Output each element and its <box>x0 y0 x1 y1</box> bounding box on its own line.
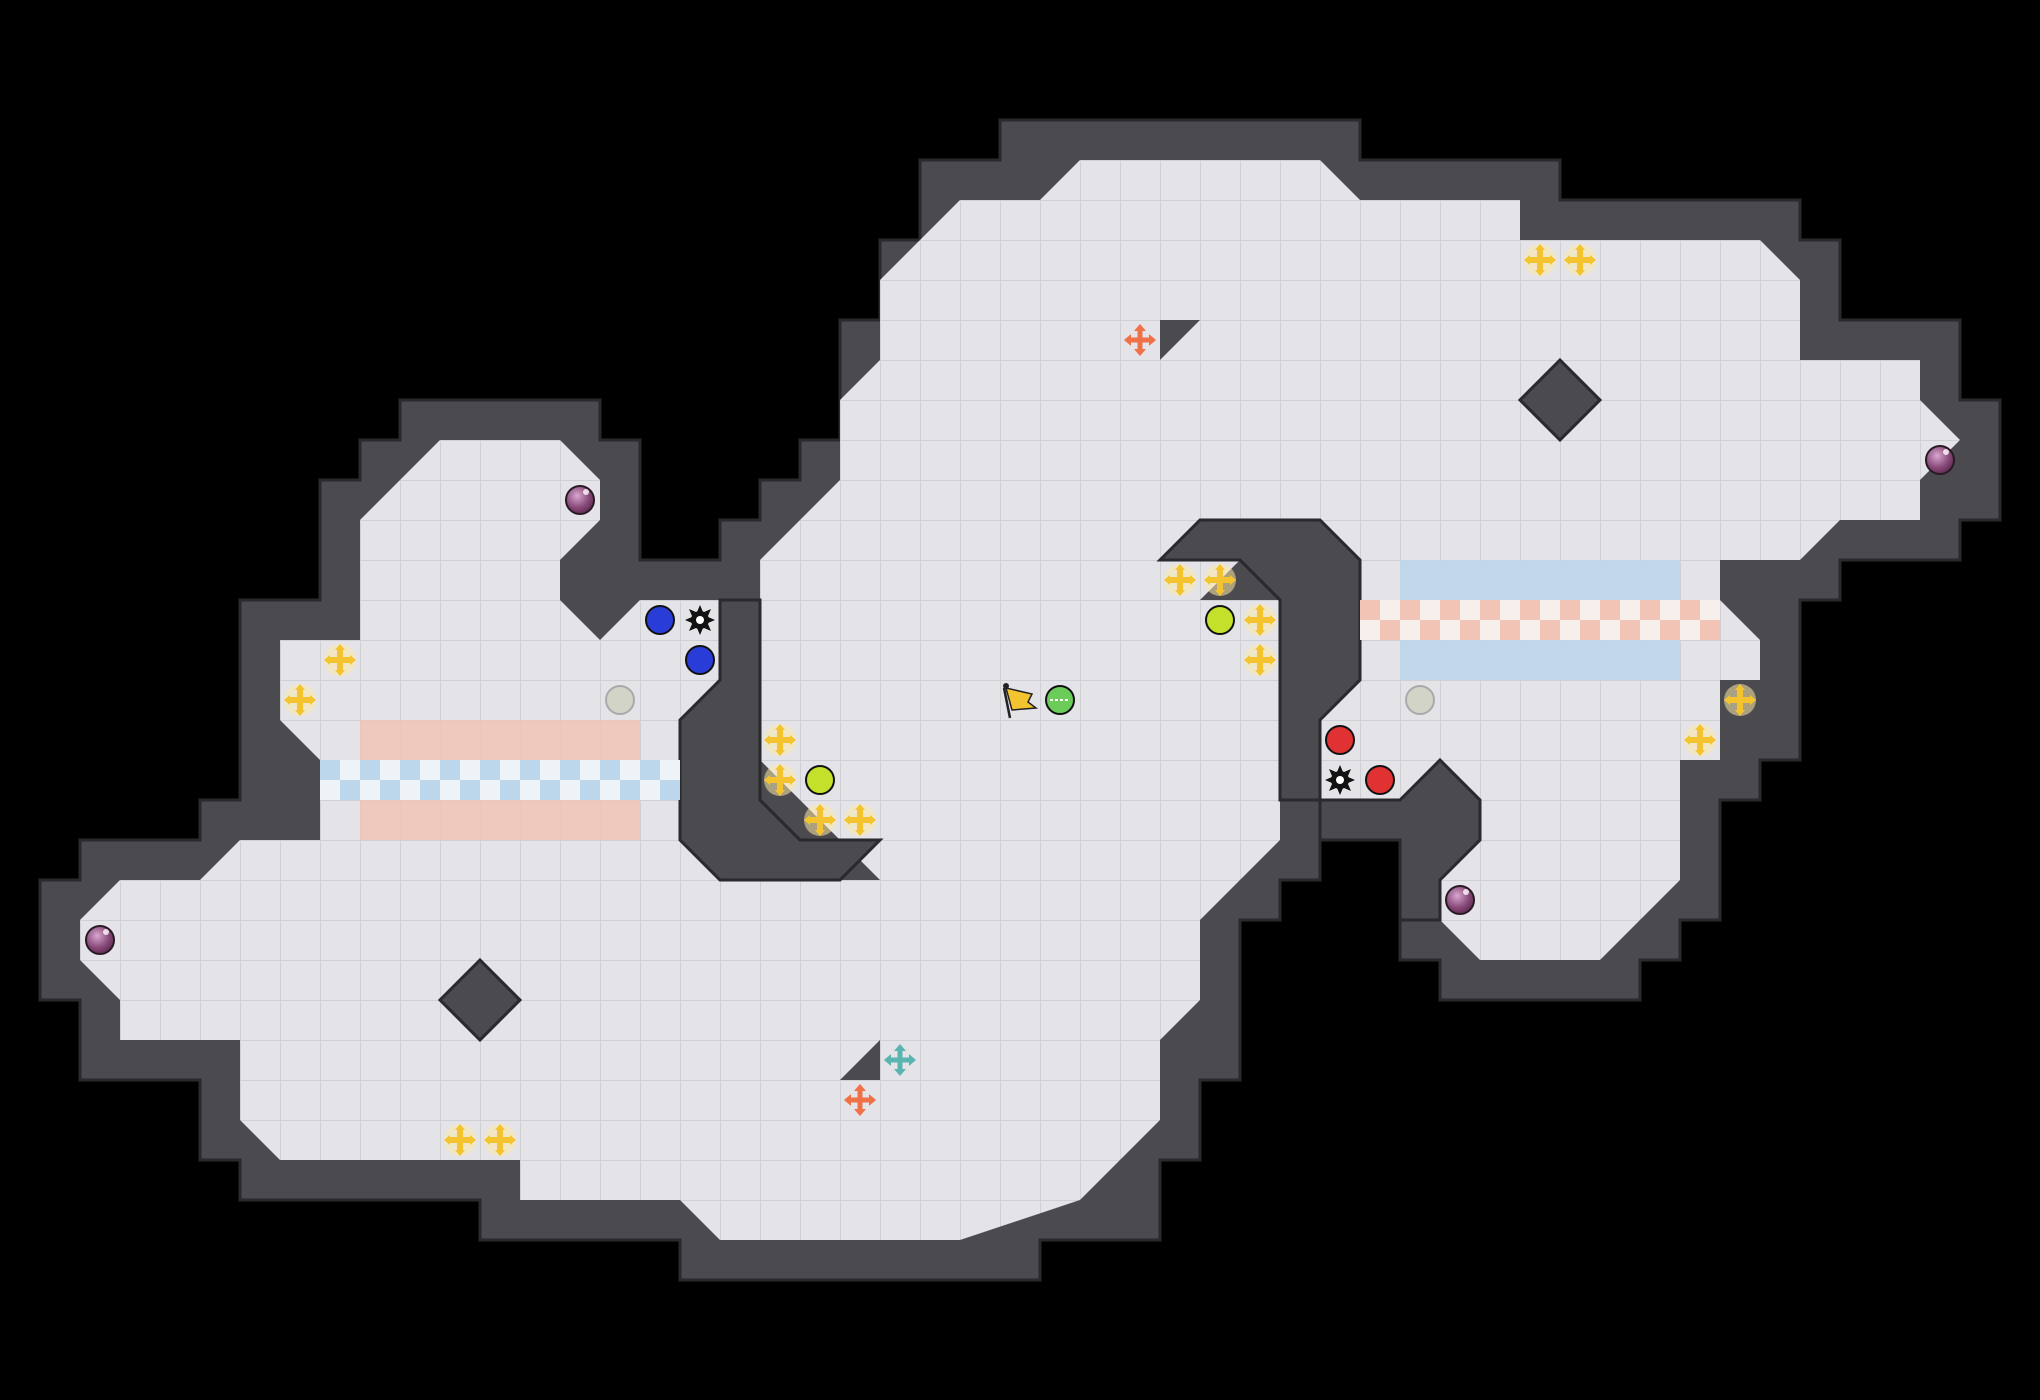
gold-plus-icon <box>1564 244 1596 276</box>
gold-plus-icon <box>284 684 316 716</box>
gold-plus-icon <box>1244 604 1276 636</box>
checker-zone-right <box>1360 600 1720 640</box>
diamond-obstacle-left <box>437 957 523 1043</box>
interior-wall-center <box>1156 518 1362 802</box>
gold-plus-icon <box>1204 564 1236 596</box>
gold-plus-icon <box>1684 724 1716 756</box>
gold-plus-icon <box>1524 244 1556 276</box>
grey-ball <box>1405 685 1435 715</box>
blue-ball <box>645 605 675 635</box>
gold-plus-icon <box>804 804 836 836</box>
flag-icon <box>1002 683 1039 719</box>
gold-plus-icon <box>1244 644 1276 676</box>
triangle-obstacle-bottom <box>840 1040 880 1080</box>
interior-wall-right <box>1318 757 1482 922</box>
gold-plus-icon <box>764 724 796 756</box>
spike-icon <box>1325 765 1355 795</box>
red-ball <box>1325 725 1355 755</box>
diamond-obstacle-right <box>1517 357 1603 443</box>
gold-plus-icon <box>1164 564 1196 596</box>
pink-zone-left-bottom <box>360 800 640 840</box>
lime-ball <box>805 765 835 795</box>
lime-ball <box>1205 605 1235 635</box>
gold-plus-icon <box>844 804 876 836</box>
pink-zone-left-top <box>360 720 640 760</box>
red-ball <box>1365 765 1395 795</box>
gold-plus-icon <box>444 1124 476 1156</box>
blue-zone-right-top <box>1400 560 1680 600</box>
purple-orb-icon <box>1445 885 1475 915</box>
gold-plus-icon <box>324 644 356 676</box>
purple-orb-icon <box>565 485 595 515</box>
purple-orb-icon <box>1925 445 1955 475</box>
blue-zone-right-bottom <box>1400 640 1680 680</box>
checker-zone-left <box>320 760 680 800</box>
gold-plus-icon <box>1724 684 1756 716</box>
spike-icon <box>685 605 715 635</box>
grey-ball <box>605 685 635 715</box>
purple-orb-icon <box>85 925 115 955</box>
interior-wall-left <box>678 598 884 882</box>
gold-plus-icon <box>484 1124 516 1156</box>
blue-ball <box>685 645 715 675</box>
green-ball[interactable] <box>1045 685 1075 715</box>
triangle-obstacle-top <box>1160 320 1200 360</box>
gold-plus-icon <box>764 764 796 796</box>
